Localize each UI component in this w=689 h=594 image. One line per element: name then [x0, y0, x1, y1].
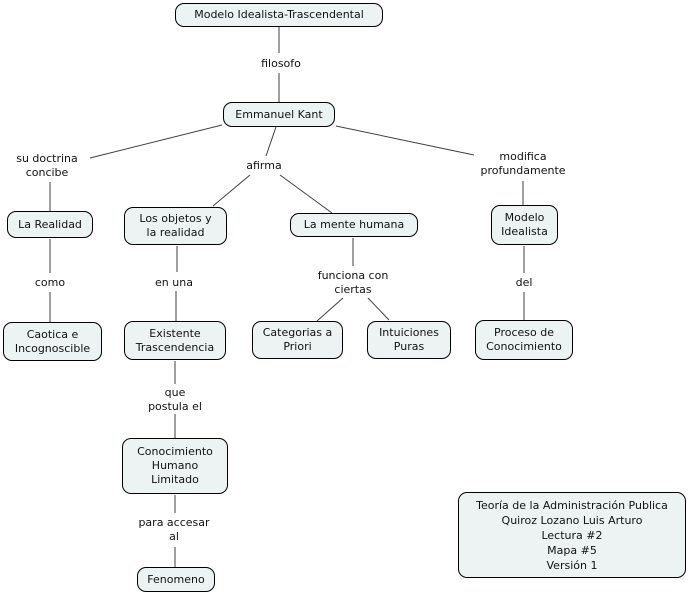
- link-label-del: del: [513, 276, 535, 290]
- connector: [335, 125, 475, 156]
- connector: [316, 297, 344, 322]
- connector: [89, 124, 223, 159]
- node-fenomeno: Fenomeno: [137, 567, 215, 592]
- node-conocimiento-humano-limitado: Conocimiento Humano Limitado: [122, 438, 228, 494]
- link-label-para-accesar-al: para accesar al: [136, 516, 212, 544]
- info-line-mapa: Mapa #5: [547, 543, 597, 557]
- connector: [367, 297, 390, 321]
- node-intuiciones-puras: Intuiciones Puras: [367, 321, 451, 359]
- node-categorias-a-priori: Categorias a Priori: [252, 321, 343, 359]
- node-modelo-idealista-trascendental: Modelo Idealista-Trascendental: [175, 3, 383, 27]
- link-label-su-doctrina-concibe: su doctrina concibe: [14, 152, 80, 180]
- info-line-title: Teoría de la Administración Publica: [476, 498, 668, 512]
- connector: [279, 174, 333, 214]
- node-existente-trascendencia: Existente Trascendencia: [124, 321, 226, 360]
- info-line-lectura: Lectura #2: [541, 528, 603, 542]
- link-label-filosofo: filosofo: [259, 57, 303, 71]
- node-los-objetos-y-la-realidad: Los objetos y la realidad: [124, 207, 227, 245]
- link-label-que-postula-el: que postula el: [146, 386, 204, 414]
- node-modelo-idealista: Modelo Idealista: [491, 205, 558, 245]
- link-label-afirma: afirma: [244, 159, 284, 173]
- link-label-modifica-profundamente: modifica profundamente: [478, 150, 568, 178]
- node-caotica-e-incognoscible: Caotica e Incognoscible: [3, 322, 102, 361]
- connector: [212, 174, 251, 207]
- info-line-version: Versión 1: [546, 558, 598, 572]
- info-box: Teoría de la Administración Publica Quir…: [458, 492, 686, 578]
- node-emmanuel-kant: Emmanuel Kant: [223, 102, 335, 127]
- link-label-funciona-con-ciertas: funciona con ciertas: [315, 269, 391, 297]
- node-la-mente-humana: La mente humana: [290, 213, 418, 237]
- info-line-author: Quiroz Lozano Luis Arturo: [501, 513, 643, 527]
- node-la-realidad: La Realidad: [7, 211, 93, 238]
- link-label-en-una: en una: [153, 276, 195, 290]
- link-label-como: como: [32, 276, 68, 290]
- connector: [265, 126, 277, 157]
- node-proceso-de-conocimiento: Proceso de Conocimiento: [475, 320, 573, 360]
